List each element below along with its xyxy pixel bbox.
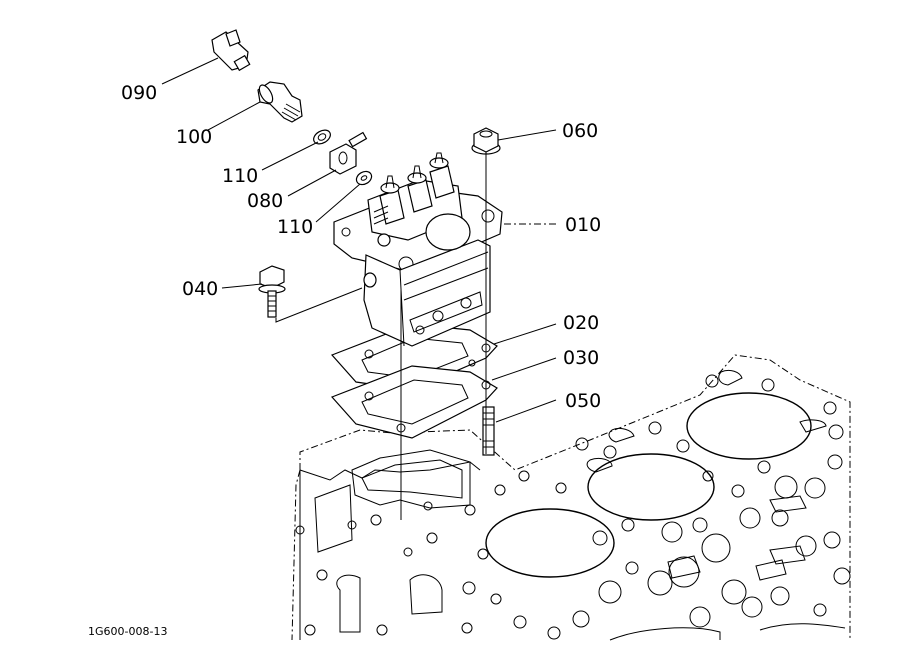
washer-110-upper bbox=[313, 129, 331, 145]
gasket-030 bbox=[330, 365, 498, 439]
callout-030: 030 bbox=[563, 347, 599, 369]
callout-080: 080 bbox=[247, 190, 283, 212]
callout-020: 020 bbox=[563, 312, 599, 334]
callout-050: 050 bbox=[565, 390, 601, 412]
callout-040: 040 bbox=[182, 278, 218, 300]
injection-pump bbox=[333, 152, 503, 347]
callout-010: 010 bbox=[565, 214, 601, 236]
callout-110-upper: 110 bbox=[222, 165, 258, 187]
stud-bolt bbox=[482, 406, 495, 456]
union-fitting-080 bbox=[329, 131, 368, 175]
solenoid-connector bbox=[211, 29, 251, 72]
callout-labels: 090 100 110 080 110 060 010 040 020 030 … bbox=[121, 82, 601, 412]
callout-100: 100 bbox=[176, 126, 212, 148]
flange-bolt bbox=[258, 265, 286, 318]
engine-block bbox=[291, 354, 851, 641]
flange-nut bbox=[471, 127, 501, 155]
figure-reference: 1G600-008-13 bbox=[88, 625, 167, 638]
washer-110-lower bbox=[355, 170, 373, 186]
callout-110-lower: 110 bbox=[277, 216, 313, 238]
assembly-center-lines bbox=[275, 152, 487, 520]
leader-lines bbox=[161, 57, 557, 423]
callout-060: 060 bbox=[562, 120, 598, 142]
adapter-fitting bbox=[257, 81, 303, 123]
callout-090: 090 bbox=[121, 82, 157, 104]
